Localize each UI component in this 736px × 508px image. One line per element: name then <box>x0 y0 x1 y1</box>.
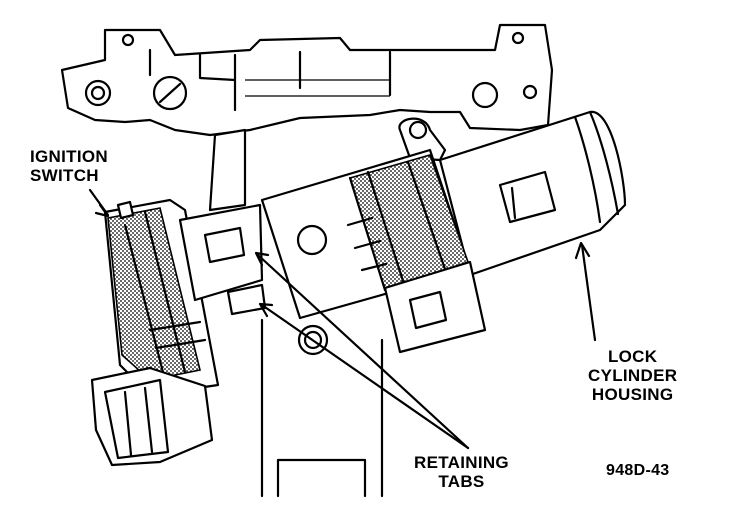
leader-lines <box>88 188 597 450</box>
ignition-switch-label: IGNITION SWITCH <box>30 147 108 185</box>
mounting-bracket <box>60 23 554 137</box>
retaining-tabs-label-line-1: RETAINING <box>414 453 509 472</box>
lock-cylinder-housing <box>260 110 627 354</box>
ignition-switch-label-line-1: IGNITION <box>30 147 108 166</box>
ignition-switch <box>90 198 267 467</box>
ignition-switch-label-line-2: SWITCH <box>30 166 99 185</box>
column-body <box>208 128 384 498</box>
lock-cylinder-housing-label: LOCK CYLINDER HOUSING <box>588 347 677 404</box>
lock-cylinder-housing-label-line-2: CYLINDER <box>588 366 678 385</box>
retaining-tabs-label: RETAINING TABS <box>414 453 509 491</box>
lock-cylinder-housing-label-line-1: LOCK <box>607 347 658 366</box>
retaining-tabs-label-line-2: TABS <box>438 472 485 491</box>
figure-number: 948D-43 <box>606 462 670 479</box>
lock-cylinder-housing-label-line-3: HOUSING <box>591 385 674 404</box>
